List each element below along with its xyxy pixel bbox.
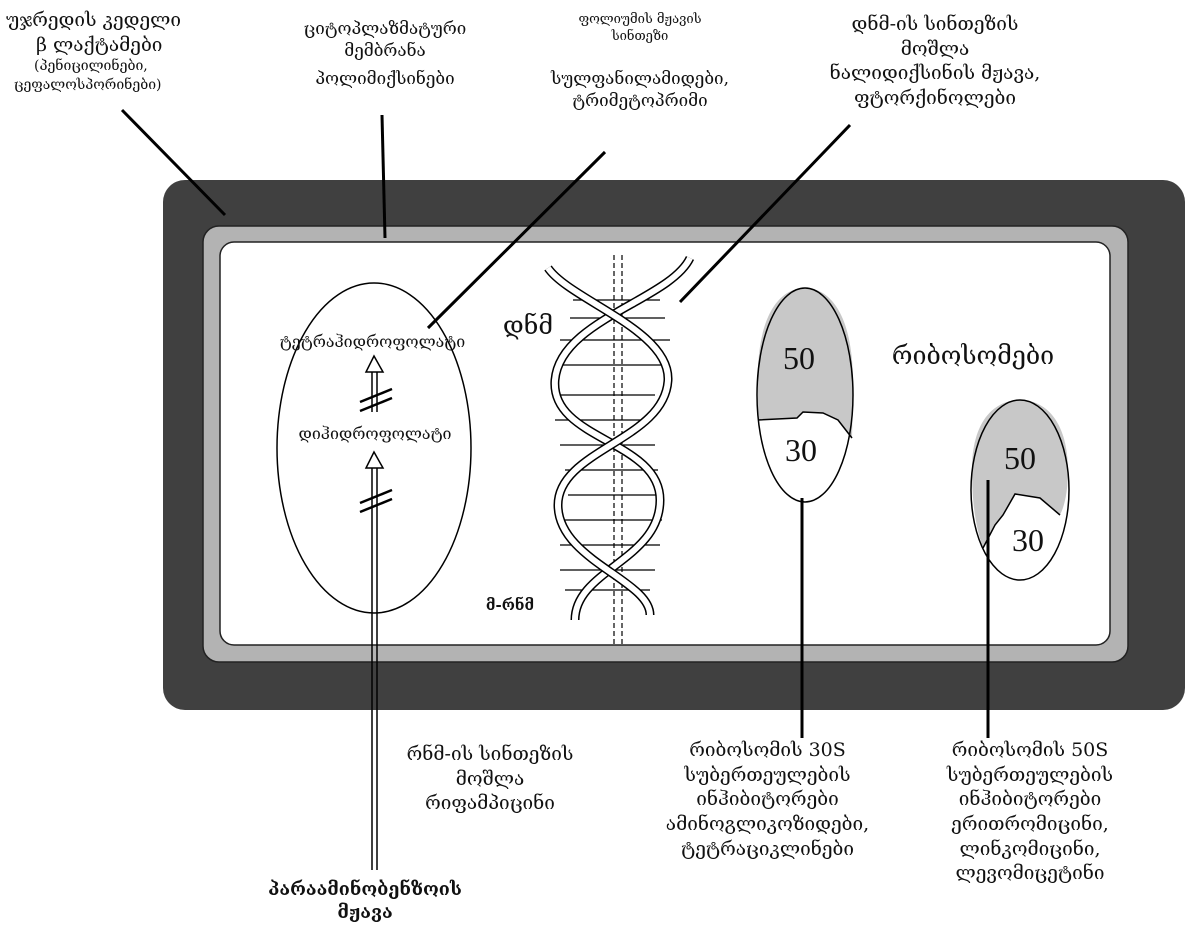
mrna-label: მ-რნმ <box>470 596 550 616</box>
ribosome-2-large-subunit: 50 <box>1004 440 1036 477</box>
paba-label: პარაამინობენზოის მჟავა <box>245 878 485 925</box>
dna-synthesis-label: დნმ-ის სინთეზის მოშლა ნალიდიქსინის მჟავა… <box>790 12 1080 111</box>
dihydrofolate-label: დიჰიდროფოლატი <box>270 424 480 445</box>
ribosome-2-small-subunit: 30 <box>1012 522 1044 559</box>
ribosome-1-large-subunit: 50 <box>783 340 815 377</box>
folic-acid-synthesis-label: ფოლიუმის მჟავის სინთეზი <box>545 12 735 46</box>
sulfonamides-label: სულფანილამიდები, ტრიმეტოპრიმი <box>535 68 745 112</box>
cell-wall-label: უჯრედის კედელი β ლაქტამები (პენიცილინები… <box>6 8 236 94</box>
ribosome-30s-inhibitors-label: რიბოსომის 30S სუბერთეულების ინჰიბიტორები… <box>630 738 905 861</box>
ribosome-1-small-subunit: 30 <box>785 432 817 469</box>
ribosomes-label: რიბოსომები <box>868 340 1078 373</box>
tetrahydrofolate-label: ტეტრაჰიდროფოლატი <box>250 332 495 353</box>
ribosome-50s-inhibitors-label: რიბოსომის 50S სუბერთეულების ინჰიბიტორები… <box>895 738 1165 886</box>
dna-label: დნმ <box>488 310 568 343</box>
rna-synthesis-label: რნმ-ის სინთეზის მოშლა რიფამპიცინი <box>380 742 600 816</box>
cytoplasmic-membrane-label: ციტოპლაზმატური მემბრანა პოლიმიქსინები <box>270 18 500 90</box>
